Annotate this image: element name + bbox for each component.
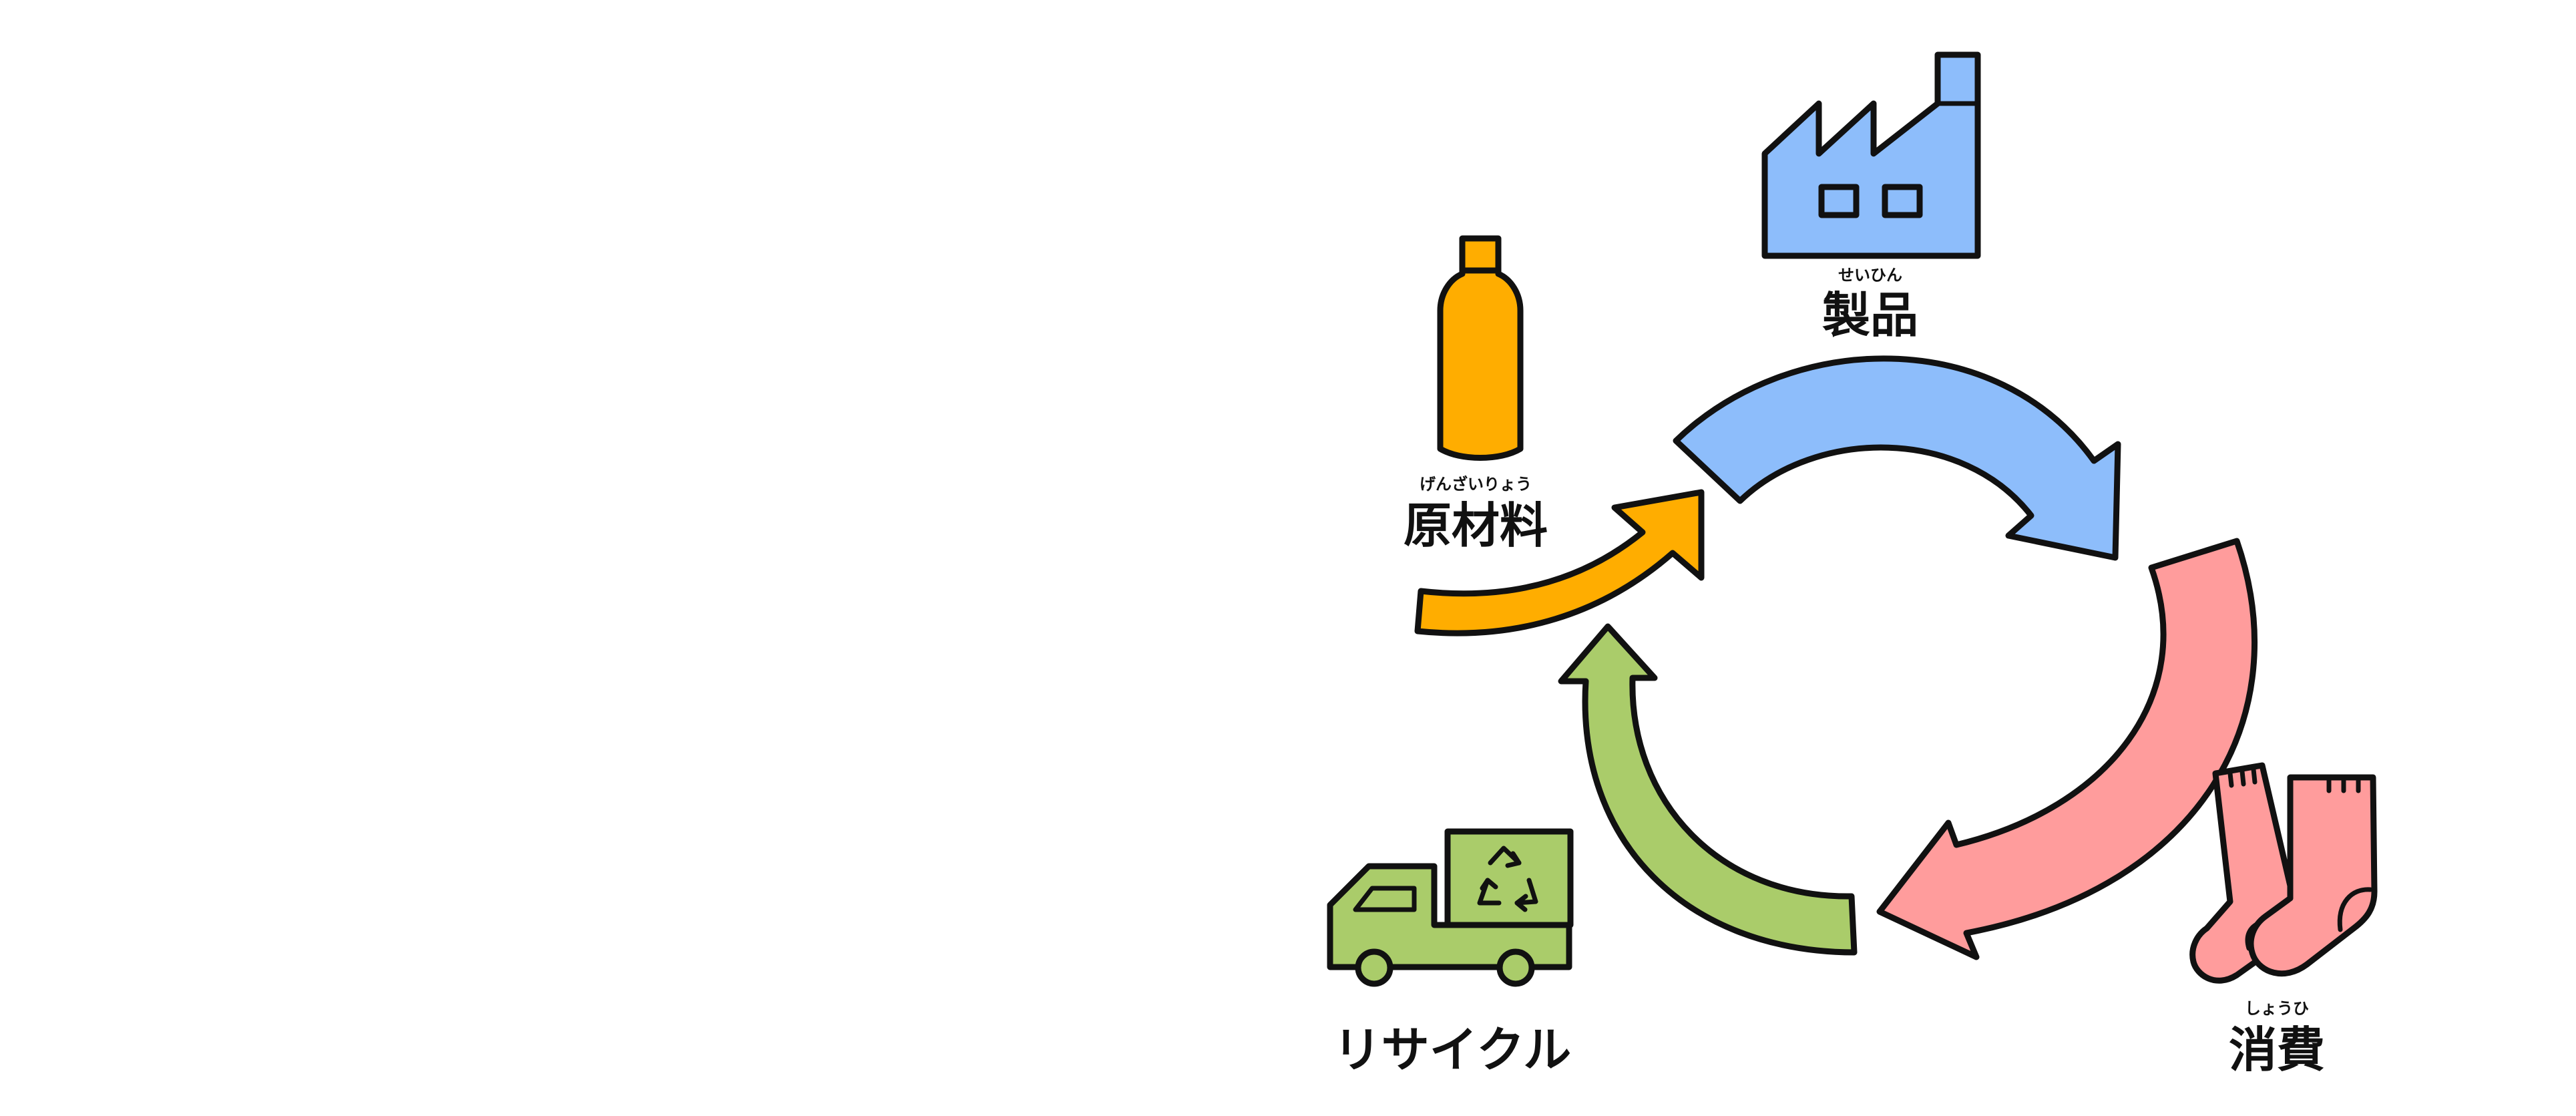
consumption-ruby: しょうひ bbox=[2245, 999, 2309, 1018]
recycle-label: リサイクル bbox=[1333, 1022, 1571, 1078]
consumption-arrow bbox=[1876, 538, 2258, 960]
raw-material-arrow bbox=[1414, 489, 1705, 636]
factory-icon bbox=[1761, 51, 1981, 259]
product-stage: せいひん 製品 bbox=[1761, 51, 1981, 343]
recycle-stage: リサイクル bbox=[1327, 828, 1574, 1078]
recycle-symbol-icon bbox=[1477, 846, 1538, 912]
recycling-truck-icon bbox=[1327, 828, 1574, 987]
raw-material-ruby: げんざいりょう bbox=[1420, 475, 1532, 494]
product-arrow bbox=[1673, 355, 2121, 561]
raw-material-stage: げんざいりょう 原材料 bbox=[1404, 235, 1548, 554]
product-label: 製品 bbox=[1822, 287, 1918, 343]
cycle-arrows bbox=[1414, 355, 2258, 960]
bottle-icon bbox=[1437, 235, 1524, 461]
recycle-arrow bbox=[1558, 623, 1858, 956]
raw-material-label: 原材料 bbox=[1404, 498, 1548, 554]
socks-icon bbox=[2189, 762, 2378, 984]
product-ruby: せいひん bbox=[1838, 266, 1902, 285]
consumption-label: 消費 bbox=[2229, 1022, 2325, 1078]
consumption-stage: しょうひ 消費 bbox=[2189, 762, 2378, 1078]
